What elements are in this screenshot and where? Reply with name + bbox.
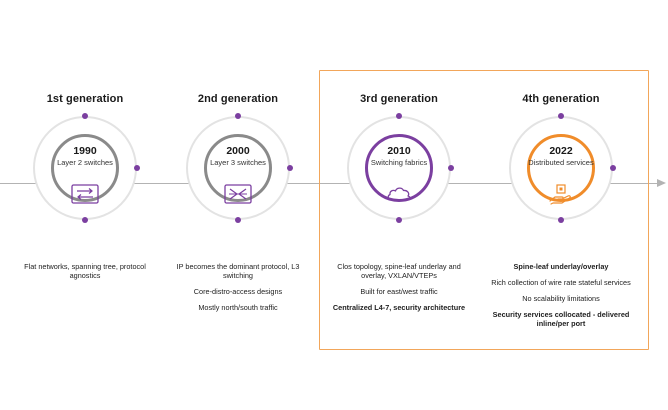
hand-chip-icon <box>547 184 575 205</box>
description-line: Mostly north/south traffic <box>198 303 278 312</box>
generation-title: 2nd generation <box>197 93 279 105</box>
timeline-dot <box>287 165 293 171</box>
description-line: IP becomes the dominant protocol, L3 swi… <box>176 262 300 280</box>
generation-1: 1st generation 1990 Layer 2 switches Fla… <box>10 0 160 410</box>
generation-description: Flat networks, spanning tree, protocol a… <box>10 262 160 287</box>
timeline-line <box>0 183 658 185</box>
timeline-dot <box>235 217 241 223</box>
generation-subtitle: Layer 3 switches <box>210 158 266 167</box>
timeline-dot <box>235 113 241 119</box>
generation-title: 4th generation <box>522 93 600 105</box>
description-line: No scalability limitations <box>522 294 600 303</box>
timeline-dot <box>448 165 454 171</box>
timeline-dot <box>396 217 402 223</box>
generation-description: IP becomes the dominant protocol, L3 swi… <box>163 262 313 319</box>
generation-year: 2022 <box>549 145 573 157</box>
description-line: Flat networks, spanning tree, protocol a… <box>24 262 146 280</box>
inner-ring <box>204 134 272 202</box>
timeline-dot <box>396 113 402 119</box>
generation-title: 3rd generation <box>360 93 438 105</box>
generation-subtitle: Layer 2 switches <box>57 158 113 167</box>
generation-year: 2010 <box>387 145 411 157</box>
inner-ring <box>527 134 595 202</box>
description-line: Security services collocated - delivered… <box>492 310 630 328</box>
timeline-dot <box>610 165 616 171</box>
description-line: Spine-leaf underlay/overlay <box>513 262 609 271</box>
timeline-arrow <box>0 179 668 187</box>
generation-description: Spine-leaf underlay/overlay Rich collect… <box>486 262 636 335</box>
generation-title: 1st generation <box>46 93 124 105</box>
timeline-dot <box>82 217 88 223</box>
cloud-icon <box>385 184 413 204</box>
generation-subtitle: Distributed services <box>528 158 594 167</box>
timeline-dot <box>558 113 564 119</box>
layer3-switch-icon <box>224 184 252 204</box>
generation-subtitle: Switching fabrics <box>370 158 428 167</box>
modern-generations-highlight <box>319 70 649 350</box>
timeline-dot <box>82 113 88 119</box>
arrow-head-icon <box>657 179 666 187</box>
timeline-dot <box>558 217 564 223</box>
generation-year: 1990 <box>73 145 97 157</box>
timeline-dot <box>134 165 140 171</box>
description-line: Clos topology, spine-leaf underlay and o… <box>337 262 461 280</box>
generation-3: 3rd generation 2010 Switching fabrics Cl… <box>324 0 474 410</box>
description-line: Centralized L4-7, security architecture <box>332 303 466 312</box>
generation-description: Clos topology, spine-leaf underlay and o… <box>324 262 474 319</box>
description-line: Built for east/west traffic <box>360 287 438 296</box>
generation-year: 2000 <box>226 145 250 157</box>
generation-4: 4th generation 2022 Distributed services… <box>486 0 636 410</box>
generation-2: 2nd generation 2000 Layer 3 switches IP … <box>163 0 313 410</box>
description-line: Rich collection of wire rate stateful se… <box>491 278 631 287</box>
layer2-switch-icon <box>71 184 99 204</box>
description-line: Core-distro-access designs <box>193 287 283 296</box>
